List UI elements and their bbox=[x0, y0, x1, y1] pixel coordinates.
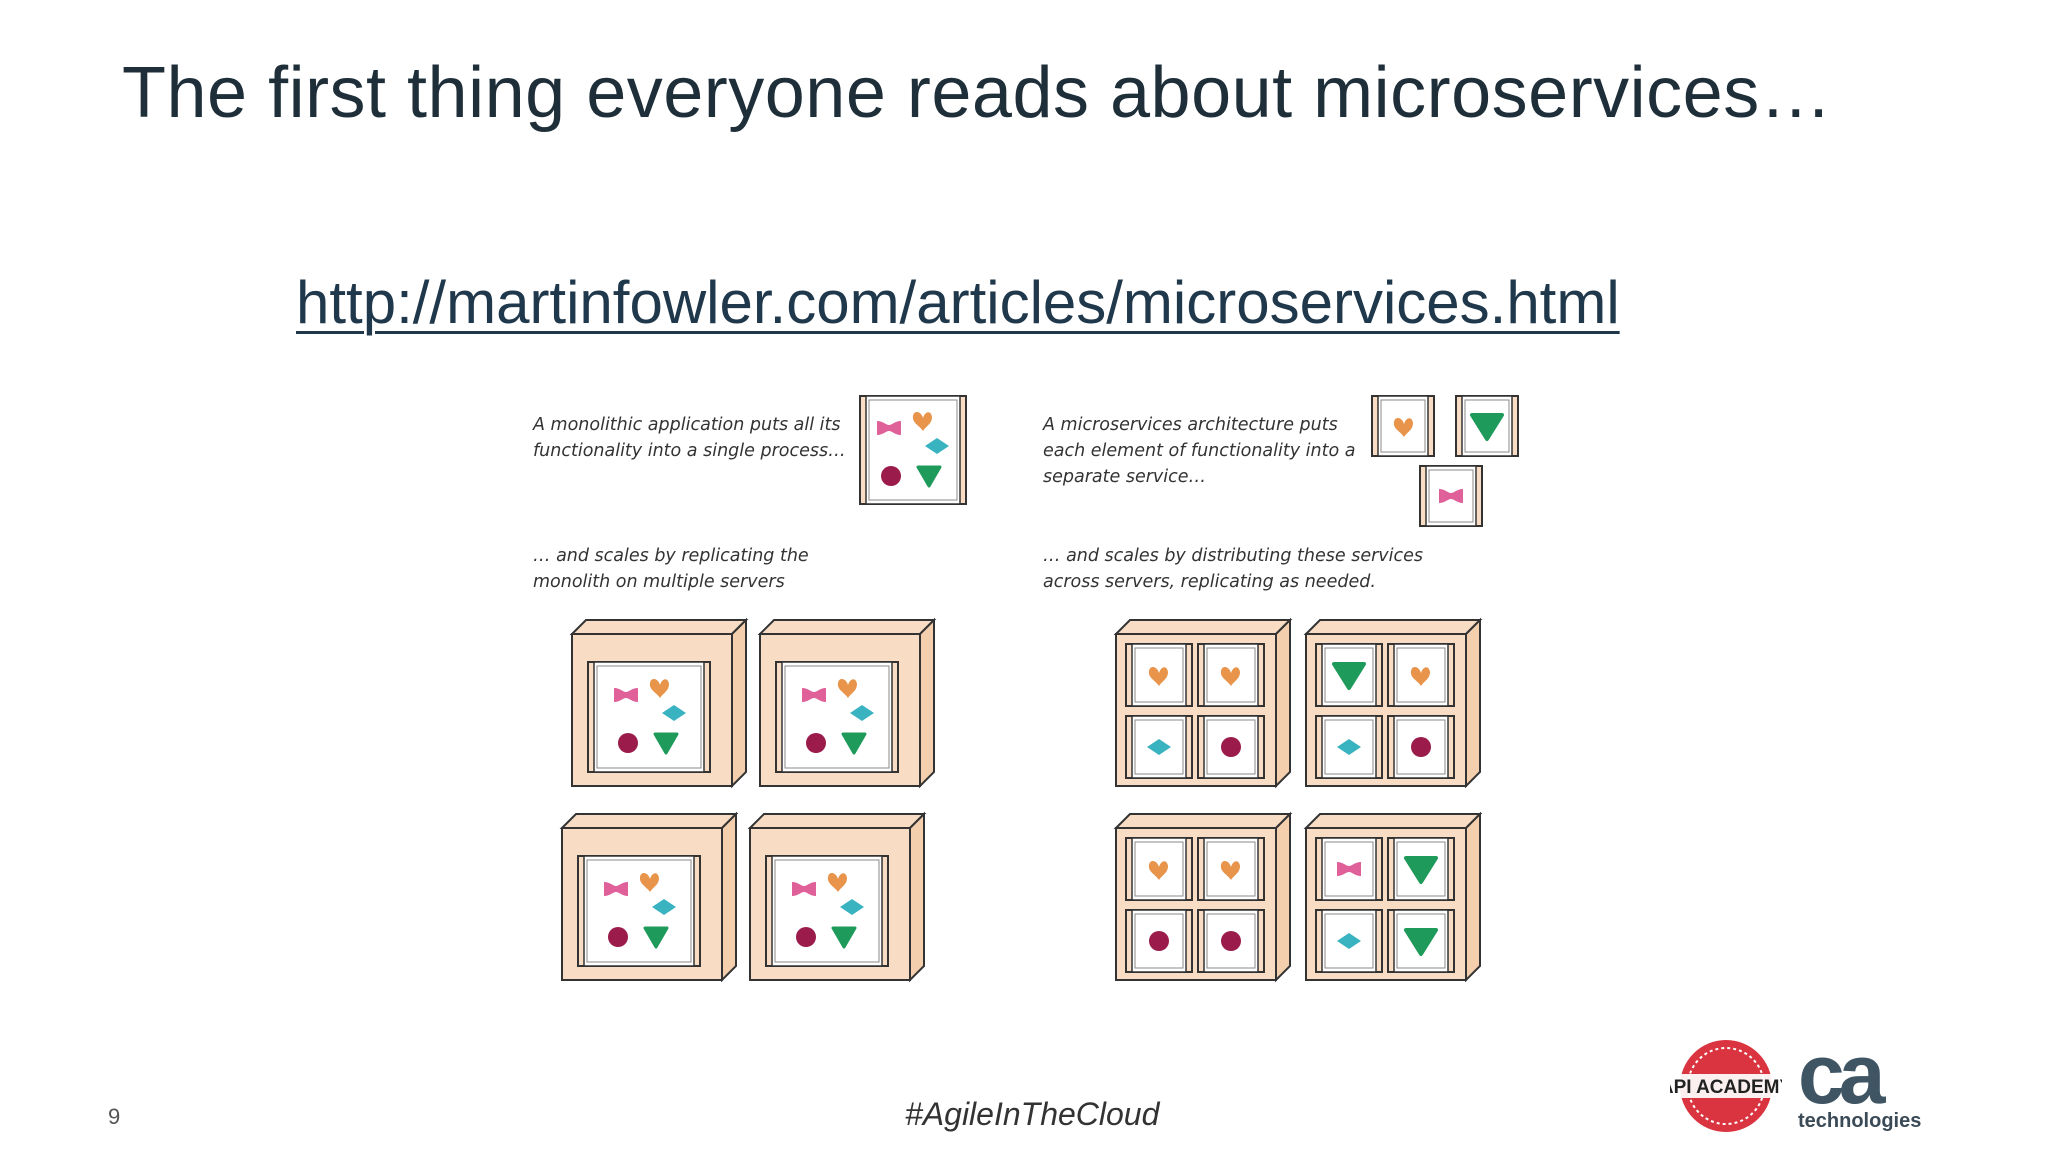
dot-icon bbox=[796, 927, 816, 947]
microservice-box bbox=[1455, 395, 1519, 457]
microservice-server bbox=[1303, 617, 1483, 789]
dot-icon bbox=[1411, 737, 1431, 757]
slide-title: The first thing everyone reads about mic… bbox=[122, 53, 1833, 133]
micro-caption-2-line-1: … and scales by distributing these servi… bbox=[1043, 546, 1424, 566]
microservice-box bbox=[1419, 465, 1483, 527]
dot-icon bbox=[806, 733, 826, 753]
ca-logo-mark: ca bbox=[1798, 1027, 1885, 1121]
monolith-server bbox=[747, 811, 927, 983]
microservice-box bbox=[1197, 643, 1265, 707]
monolith-server bbox=[757, 617, 937, 789]
microservice-server bbox=[1303, 811, 1483, 983]
dot-icon bbox=[1149, 931, 1169, 951]
microservice-box bbox=[1125, 909, 1193, 973]
dot-icon bbox=[608, 927, 628, 947]
micro-caption-1-line-1: A microservices architecture puts bbox=[1043, 415, 1338, 435]
ca-logo: ca bbox=[1798, 1032, 1885, 1116]
micro-caption-1-line-2: each element of functionality into a bbox=[1043, 441, 1356, 461]
micro-caption-2-line-2: across servers, replicating as needed. bbox=[1043, 572, 1376, 592]
monolith-process-box bbox=[577, 855, 701, 967]
ca-logo-subtitle: technologies bbox=[1798, 1110, 1922, 1132]
monolith-process-box bbox=[587, 661, 711, 773]
monolith-server bbox=[559, 811, 739, 983]
mono-caption-2-line-1: … and scales by replicating the bbox=[533, 546, 809, 566]
hashtag: #AgileInTheCloud bbox=[905, 1096, 1160, 1132]
api-academy-logo: API ACADEMY bbox=[1670, 1040, 1782, 1132]
article-link[interactable]: http://martinfowler.com/articles/microse… bbox=[296, 269, 1620, 336]
dot-icon bbox=[1221, 931, 1241, 951]
mono-caption-1-line-1: A monolithic application puts all its bbox=[533, 415, 841, 435]
microservice-server bbox=[1113, 811, 1293, 983]
mono-caption-2-line-2: monolith on multiple servers bbox=[533, 572, 785, 592]
microservice-box bbox=[1387, 643, 1455, 707]
monolith-process-box bbox=[775, 661, 899, 773]
microservice-box bbox=[1197, 909, 1265, 973]
micro-caption-1-line-3: separate service… bbox=[1043, 467, 1207, 487]
monolith-process-box bbox=[765, 855, 889, 967]
monolith-process-box bbox=[859, 395, 967, 505]
dot-icon bbox=[1221, 737, 1241, 757]
monolith-server bbox=[569, 617, 749, 789]
microservice-box bbox=[1315, 643, 1383, 707]
microservice-server bbox=[1113, 617, 1293, 789]
dot-icon bbox=[618, 733, 638, 753]
microservice-box bbox=[1371, 395, 1435, 457]
dot-icon bbox=[881, 466, 901, 486]
mono-caption-1-line-2: functionality into a single process… bbox=[533, 441, 846, 461]
api-academy-logo-text: API ACADEMY bbox=[1670, 1077, 1782, 1098]
page-number: 9 bbox=[108, 1104, 121, 1129]
